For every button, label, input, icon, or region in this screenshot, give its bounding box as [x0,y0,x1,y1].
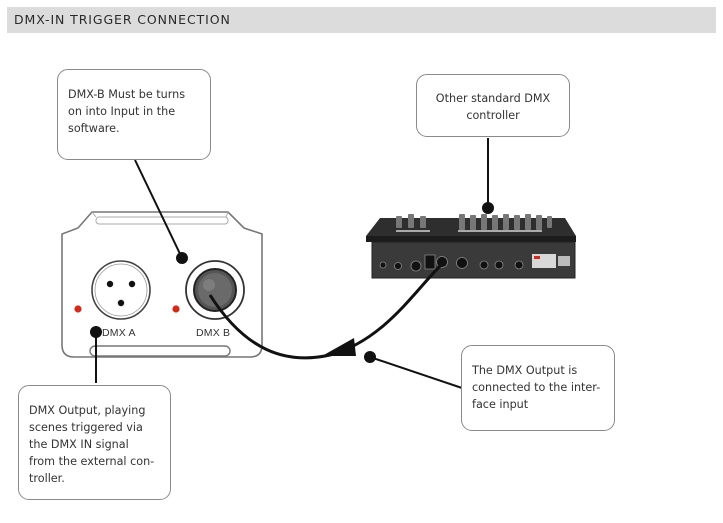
callout-line: software. [68,122,120,135]
callout-line: the DMX IN signal [29,438,129,451]
section-title: DMX-IN TRIGGER CONNECTION [14,12,231,27]
leader-dot-input [364,351,376,363]
dmx-b-led [172,305,180,313]
callout-controller: Other standard DMX controller [416,74,570,137]
leader-dot-dmxb [176,252,188,264]
callout-line: DMX Output, playing [29,404,146,417]
dmx-controller [366,214,576,279]
callout-dmxb-setting: DMX-B Must be turns on into Input in the… [57,69,211,160]
cable-direction-arrow [322,338,356,356]
dmx-a-led [74,305,82,313]
dmx-b-label: DMX B [196,327,231,339]
callout-line: scenes triggered via [29,421,143,434]
callout-line: from the external con- [29,455,155,468]
dmx-a-xlr-port [91,260,151,320]
callout-line: controller [466,109,520,122]
callout-line: DMX-B Must be turns [68,88,186,101]
callout-line: Other standard DMX [435,92,551,105]
callout-line: connected to the inter- [472,381,601,394]
leader-dot-output [90,326,102,338]
callout-line: face input [472,398,529,411]
callout-dmx-output: DMX Output, playing scenes triggered via… [18,385,171,500]
leader-dot-controller [482,202,494,214]
dmx-b-xlr-port [185,260,245,320]
dmx-interface-device [61,211,263,358]
callout-line: on into Input in the [68,105,176,118]
callout-line: The DMX Output is [472,364,578,377]
dmx-a-label: DMX A [102,327,136,339]
callout-line: troller. [29,472,65,485]
section-header: DMX-IN TRIGGER CONNECTION [7,7,716,33]
leader-lines [95,138,489,389]
callout-interface-input: The DMX Output is connected to the inter… [461,345,615,431]
